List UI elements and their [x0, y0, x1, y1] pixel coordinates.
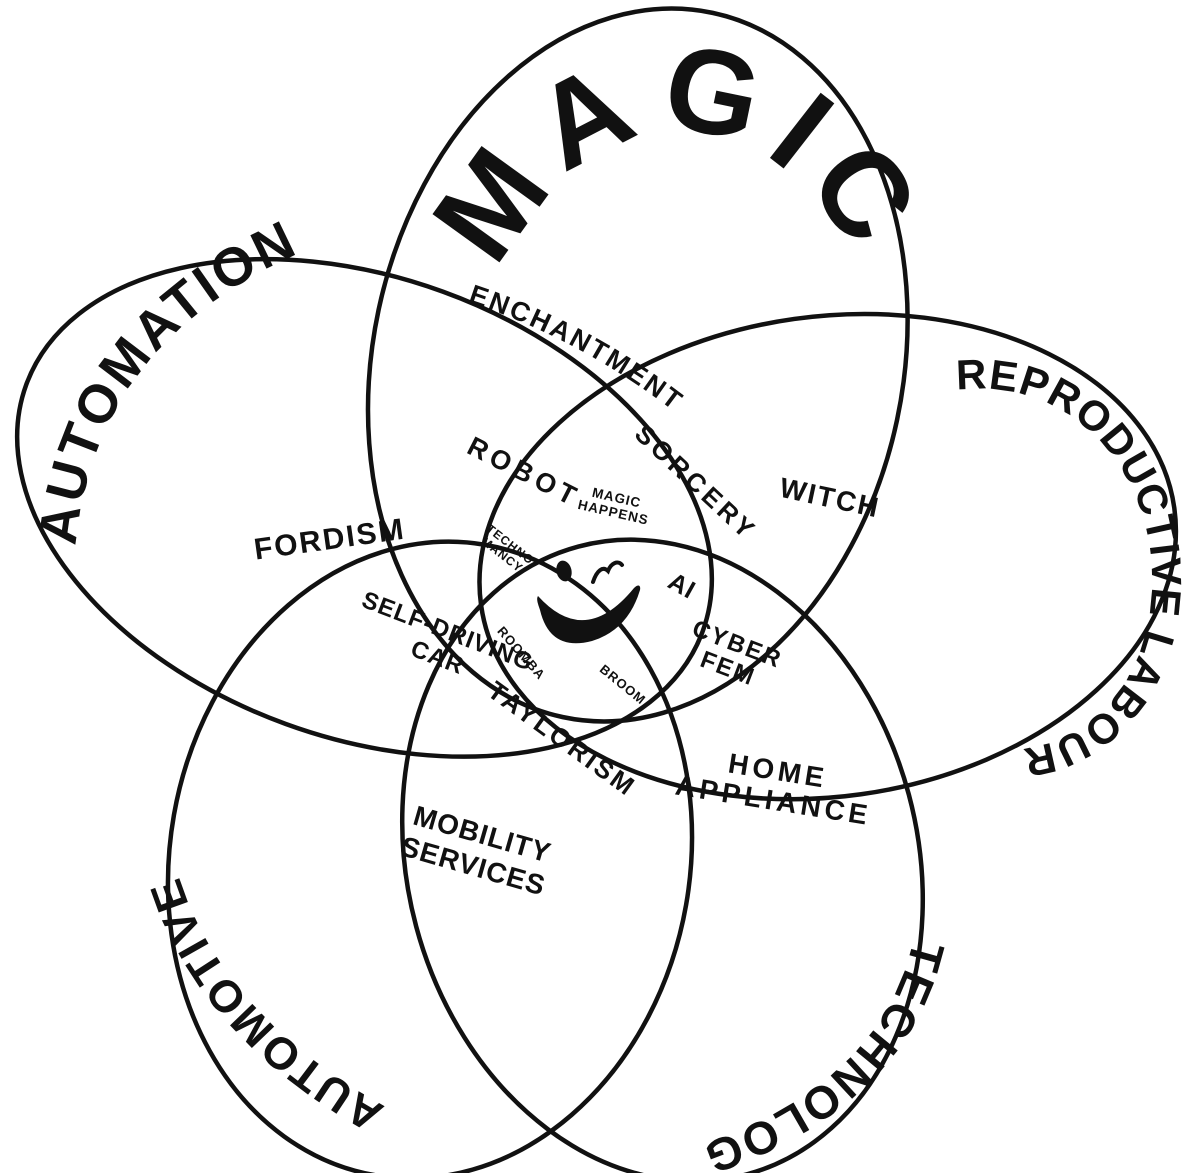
set-ellipse-magic	[365, 6, 910, 724]
region-label-cyber-fem: CYBER FEM	[688, 615, 785, 691]
region-label-witch: WITCH	[777, 472, 883, 523]
region-label-magic-happens: MAGIC HAPPENS	[576, 485, 650, 528]
region-label-mobility-services: MOBILITY SERVICES	[397, 800, 554, 902]
region-label-enchantment: ENCHANTMENT	[466, 279, 690, 417]
set-ellipse-technology	[399, 537, 926, 1173]
smiley-wink-eye	[591, 560, 624, 584]
region-label-taylorism: TAYLORISM	[482, 675, 642, 803]
region-label-sorcery: SORCERY	[629, 418, 763, 546]
set-label-automation: AUTOMATION	[28, 209, 307, 548]
set-label-reproductive-labour: REPRODUCTIVE LABOUR	[955, 350, 1190, 786]
region-label-ai: AI	[663, 567, 700, 605]
set-label-magic: MAGIC	[407, 17, 952, 284]
set-ellipse-automotive	[165, 539, 695, 1173]
region-label-robot: ROBOT	[463, 431, 586, 513]
smiley-left-eye	[556, 560, 572, 582]
region-label-broom: BROOM	[597, 661, 649, 707]
region-label-home-appliance: HOME APPLIANCE	[673, 748, 873, 832]
region-label-fordism: FORDISM	[252, 513, 407, 567]
set-label-automotive: AUTOMOTIVE	[139, 871, 390, 1142]
set-ellipse-automation	[14, 256, 715, 759]
smiley-mouth	[537, 585, 641, 644]
winking-smiley-icon	[537, 560, 641, 644]
